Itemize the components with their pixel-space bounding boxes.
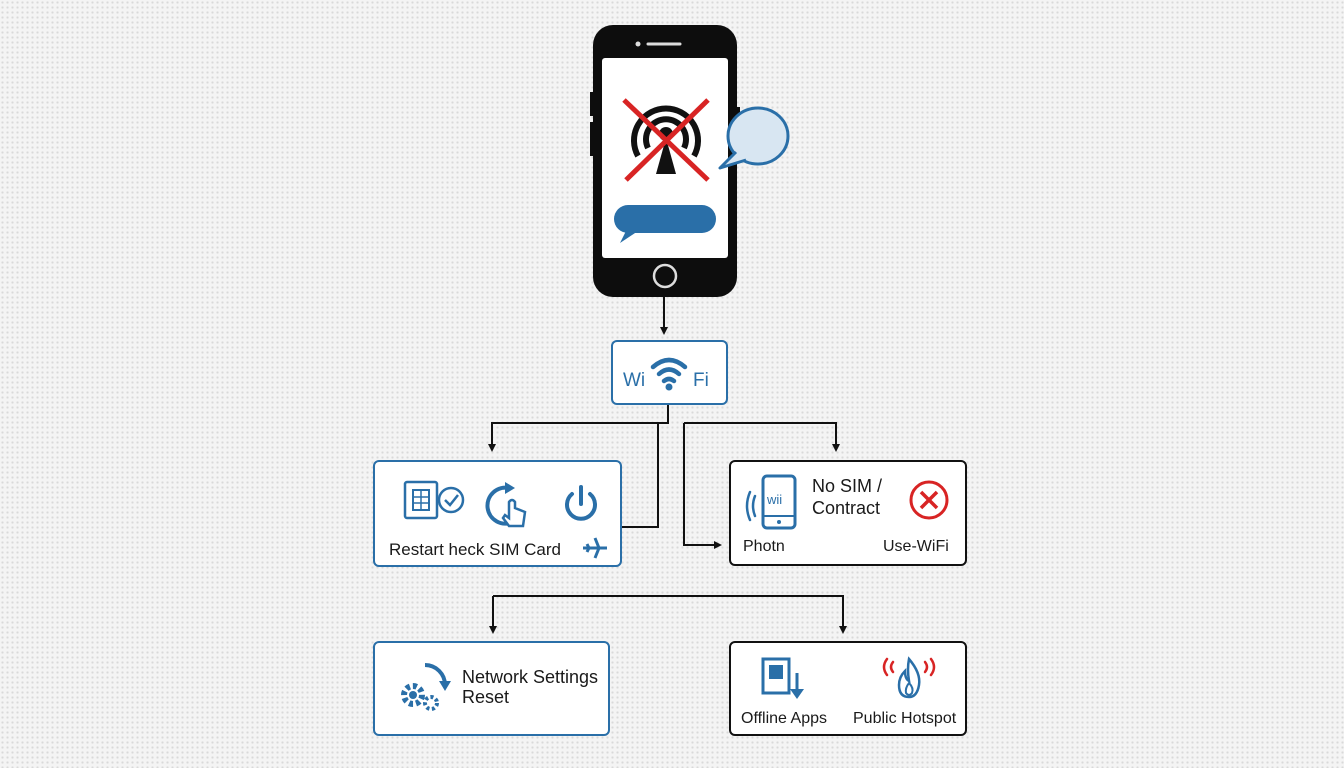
restart-tap-icon xyxy=(485,482,527,528)
phone-inner-text: wii xyxy=(767,492,783,507)
no-sim-right-label: Use-WiFi xyxy=(883,538,949,555)
message-bar-icon xyxy=(614,205,716,243)
alternatives-box: Offline Apps Public Hotspot xyxy=(729,641,967,736)
line-branch-horizontal xyxy=(493,595,847,634)
gears-refresh-icon xyxy=(401,663,451,711)
offline-download-icon xyxy=(761,657,804,699)
troubleshoot-box: Restart heck SIM Card xyxy=(373,460,622,567)
public-hotspot-label: Public Hotspot xyxy=(853,710,957,727)
sim-card-check-icon xyxy=(403,480,465,520)
line-troubleshoot-to-wifi xyxy=(622,423,659,528)
offline-apps-label: Offline Apps xyxy=(741,710,827,727)
network-reset-box: Network Settings Reset xyxy=(373,641,610,736)
no-sim-left-label: Photn xyxy=(743,538,785,555)
red-x-circle-icon xyxy=(909,480,949,520)
no-sim-title-line1: No SIM / xyxy=(812,476,883,496)
crossed-signal-tower-icon xyxy=(622,98,710,182)
phone-wifi-icon xyxy=(745,474,797,530)
hotspot-flame-icon xyxy=(882,656,936,699)
wifi-icon xyxy=(650,357,688,391)
troubleshoot-label: Restart heck SIM Card xyxy=(389,540,561,559)
power-icon xyxy=(565,485,597,521)
network-reset-line1: Network Settings xyxy=(462,667,599,687)
airplane-icon xyxy=(583,537,607,559)
wifi-box-right-text: Fi xyxy=(693,370,709,391)
no-sim-box: wii No SIM / Contract Photn Use-WiFi xyxy=(729,460,967,566)
network-reset-line2: Reset xyxy=(462,687,510,707)
wifi-box: Wi Fi xyxy=(611,340,728,405)
arrow-branch-to-nosim-side xyxy=(683,423,722,549)
speech-bubble-icon xyxy=(718,106,790,170)
arrow-wifi-to-nosim xyxy=(684,422,840,452)
no-sim-title-line2: Contract xyxy=(812,498,881,518)
wifi-box-left-text: Wi xyxy=(623,370,646,391)
arrow-wifi-to-troubleshoot xyxy=(488,403,669,452)
